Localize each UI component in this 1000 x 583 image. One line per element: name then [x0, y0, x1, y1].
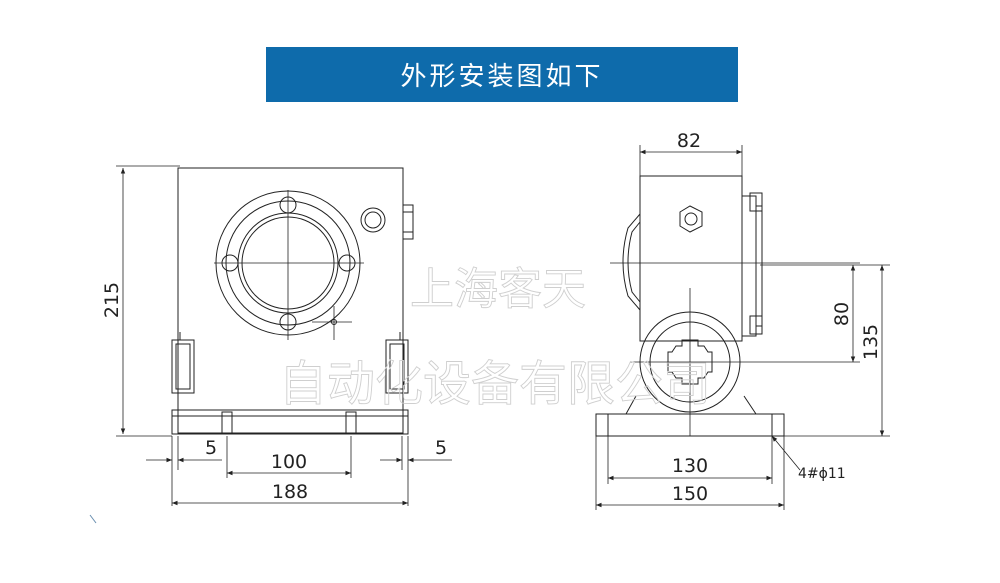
side-body: [639, 175, 743, 342]
stray-mark: [89, 514, 97, 524]
watermark-line2: 自动化设备有限公司: [279, 356, 711, 412]
dim-front-left-gap: 5: [205, 437, 217, 459]
dim-side-top-width: 82: [677, 130, 701, 152]
dim-side-hole-pitch: 130: [672, 455, 708, 477]
side-spline: [667, 339, 713, 385]
side-dimensions: [595, 145, 890, 510]
front-bolt-slot-left: [221, 411, 233, 435]
title-banner: 外形安装图如下: [266, 47, 738, 102]
front-view: [171, 167, 414, 435]
watermark: 上海客天 自动化设备有限公司: [279, 264, 712, 413]
front-left-lug: [171, 339, 195, 394]
side-dimension-labels: 82 80 135 130 150 4#ϕ11: [672, 130, 882, 505]
banner-title: 外形安装图如下: [400, 62, 604, 92]
side-view: [595, 175, 860, 437]
side-left-cover: [622, 213, 641, 311]
front-dimensions: [116, 165, 452, 506]
side-right-plate: [741, 195, 757, 337]
watermark-line1: 上海客天: [410, 264, 586, 315]
front-side-plug: [402, 204, 414, 240]
dim-side-shaft-height: 80: [831, 302, 853, 326]
front-dimension-labels: 215 5 100 5 188: [101, 282, 447, 503]
dim-hole-callout: 4#ϕ11: [798, 466, 846, 482]
dim-front-right-gap: 5: [435, 437, 447, 459]
front-nut: [360, 207, 386, 233]
dim-side-base-width: 150: [672, 483, 708, 505]
side-hex-nut: [679, 205, 703, 233]
dim-side-total-height: 135: [860, 324, 882, 360]
front-body: [177, 167, 404, 434]
front-bolt-slot-right: [345, 411, 357, 435]
dim-front-height: 215: [101, 282, 123, 318]
dim-front-base-width: 188: [272, 481, 308, 503]
dim-front-bolt-spacing: 100: [271, 451, 307, 473]
front-right-lug: [385, 339, 409, 394]
front-base-plate: [171, 409, 409, 435]
